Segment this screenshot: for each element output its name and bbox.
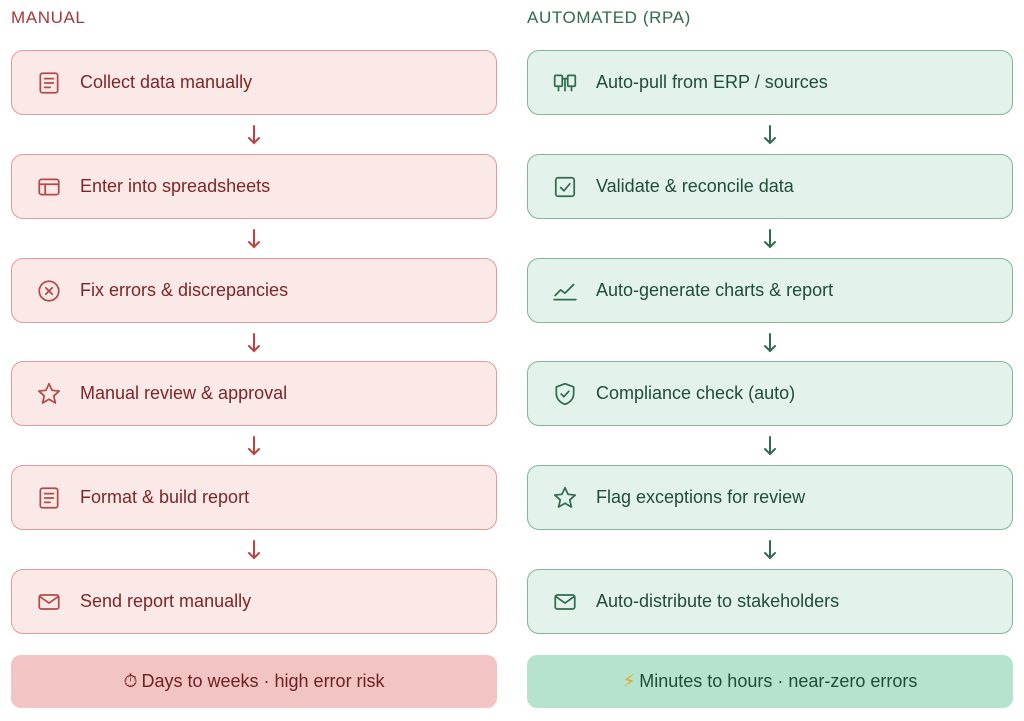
document-icon [36, 70, 62, 96]
star-icon [552, 485, 578, 511]
manual-step-fix: Fix errors & discrepancies [11, 258, 497, 323]
step-label: Manual review & approval [80, 383, 288, 403]
step-label: Enter into spreadsheets [80, 176, 271, 196]
manual-step-format: Format & build report [11, 465, 497, 530]
auto-step-compliance: Compliance check (auto) [527, 361, 1013, 426]
spreadsheet-icon [36, 174, 62, 200]
down-arrow-icon [760, 227, 780, 251]
step-label: Auto-generate charts & report [596, 280, 834, 300]
down-arrow-icon [760, 434, 780, 458]
step-label: Format & build report [80, 487, 250, 507]
step-label: Collect data manually [80, 72, 253, 92]
document-icon [36, 485, 62, 511]
step-label: Fix errors & discrepancies [80, 280, 289, 300]
auto-step-charts: Auto-generate charts & report [527, 258, 1013, 323]
line-chart-icon [552, 278, 578, 304]
step-label: Auto-pull from ERP / sources [596, 72, 828, 92]
step-label: Flag exceptions for review [596, 487, 806, 507]
step-label: Compliance check (auto) [596, 383, 796, 403]
down-arrow-icon [244, 434, 264, 458]
automated-column-title: AUTOMATED (RPA) [527, 8, 691, 27]
mail-icon [36, 589, 62, 615]
manual-summary-badge: ⏱ Days to weeks · high error risk [11, 655, 497, 708]
mail-icon [552, 589, 578, 615]
down-arrow-icon [244, 123, 264, 147]
step-label: Validate & reconcile data [596, 176, 794, 196]
star-icon [36, 381, 62, 407]
down-arrow-icon [760, 123, 780, 147]
stopwatch-icon: ⏱ [123, 671, 138, 691]
step-label: Auto-distribute to stakeholders [596, 591, 840, 611]
check-square-icon [552, 174, 578, 200]
shield-check-icon [552, 381, 578, 407]
down-arrow-icon [244, 227, 264, 251]
automated-summary-badge: ⚡ Minutes to hours · near-zero errors [527, 655, 1013, 708]
down-arrow-icon [760, 538, 780, 562]
auto-step-validate: Validate & reconcile data [527, 154, 1013, 219]
manual-column-title: MANUAL [11, 8, 86, 27]
manual-step-collect: Collect data manually [11, 50, 497, 115]
lightning-icon: ⚡ [622, 671, 636, 691]
down-arrow-icon [244, 538, 264, 562]
database-sources-icon [552, 70, 578, 96]
auto-step-flag: Flag exceptions for review [527, 465, 1013, 530]
manual-step-send: Send report manually [11, 569, 497, 634]
manual-summary-text: Days to weeks · high error risk [141, 671, 385, 691]
auto-step-distribute: Auto-distribute to stakeholders [527, 569, 1013, 634]
auto-step-pull: Auto-pull from ERP / sources [527, 50, 1013, 115]
manual-step-review: Manual review & approval [11, 361, 497, 426]
down-arrow-icon [760, 331, 780, 355]
step-label: Send report manually [80, 591, 252, 611]
automated-summary-text: Minutes to hours · near-zero errors [639, 671, 918, 691]
down-arrow-icon [244, 331, 264, 355]
manual-step-enter: Enter into spreadsheets [11, 154, 497, 219]
x-circle-icon [36, 278, 62, 304]
